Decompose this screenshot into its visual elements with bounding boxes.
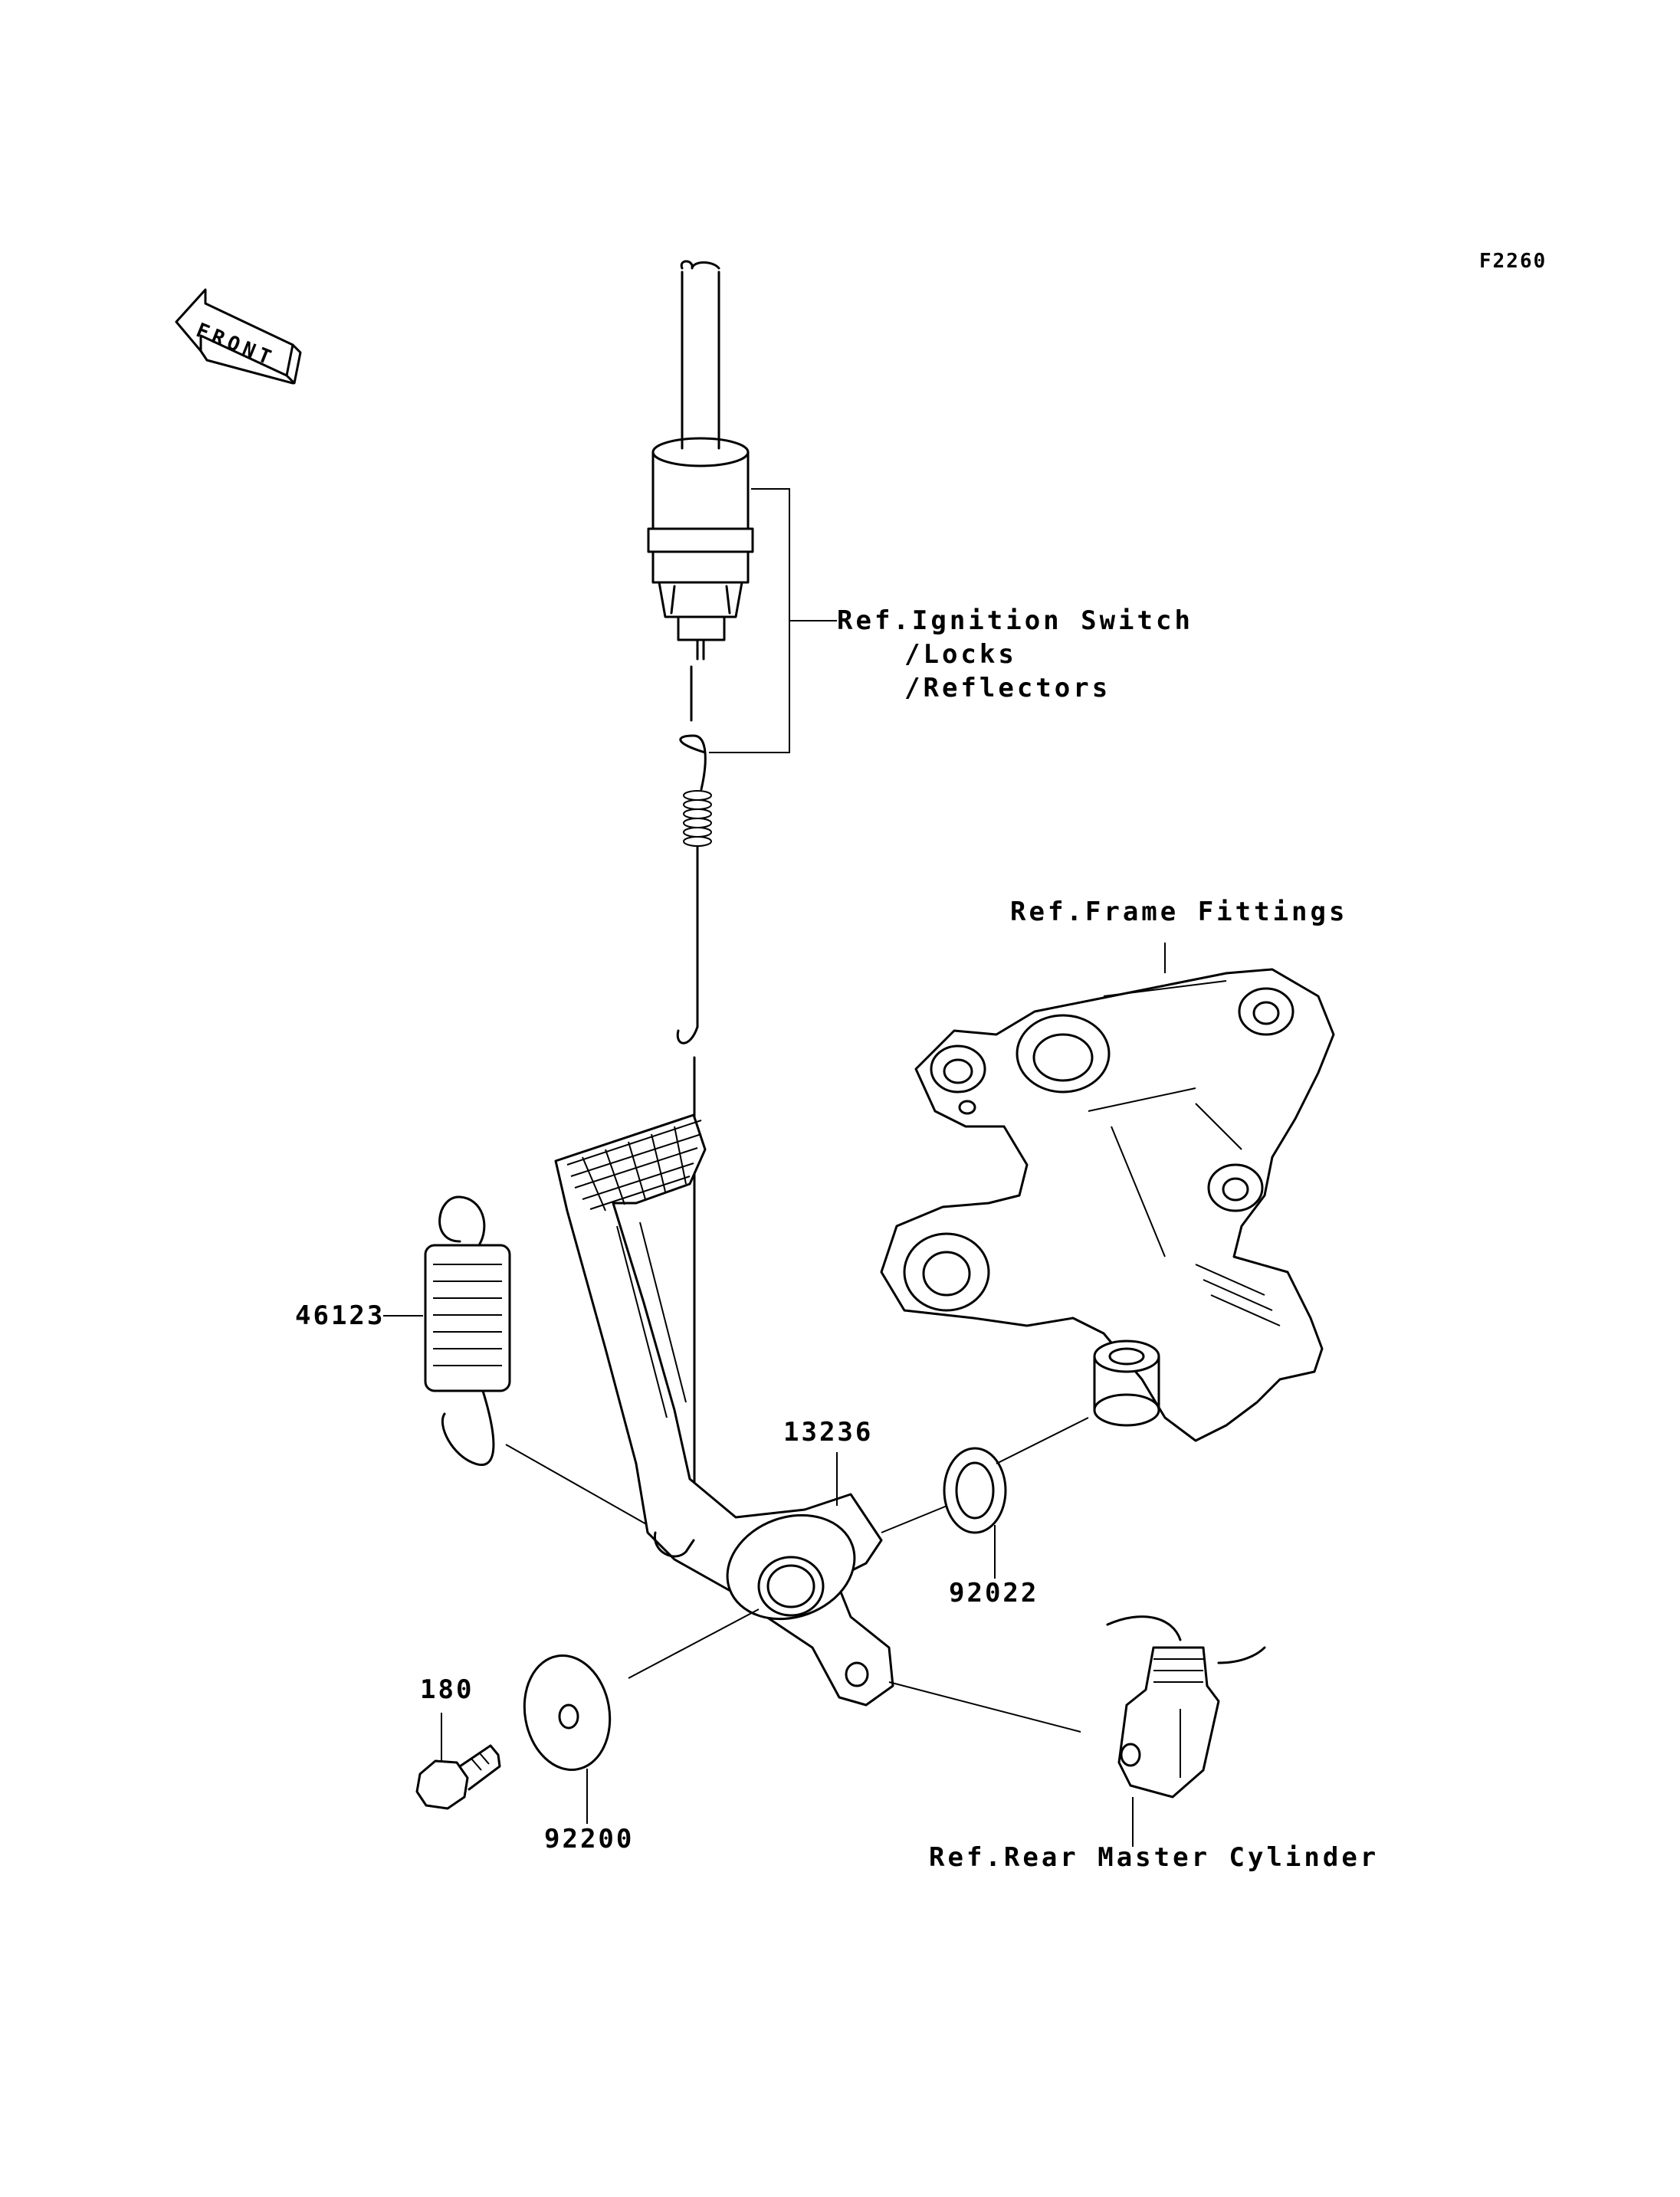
ref-ignition-switch-line3: /Reflectors [904,673,1111,703]
ref-ignition-switch-line1: Ref.Ignition Switch [837,605,1193,636]
part-number-92022: 92022 [949,1578,1039,1608]
ref-rear-master-cylinder: Ref.Rear Master Cylinder [929,1842,1380,1873]
washer-92022 [943,1417,1089,1579]
figure-code: F2260 [1479,250,1547,273]
ref-ignition-switch-line2: /Locks [904,639,1017,670]
part-number-92200: 92200 [544,1824,635,1854]
frame-fittings [880,943,1335,1442]
rear-master-cylinder [888,1615,1266,1847]
part-number-13236: 13236 [783,1417,874,1448]
front-arrow-icon [175,288,302,385]
part-number-46123: 46123 [295,1300,386,1331]
return-spring [383,1195,648,1526]
brake-pedal [554,1113,966,1707]
pedal-tread [566,1120,702,1212]
part-number-180: 180 [420,1674,474,1705]
bolt-180 [415,1713,501,1810]
ignition-switch-leader [709,488,837,753]
ref-frame-fittings: Ref.Frame Fittings [1010,897,1348,927]
washer-92200 [523,1608,760,1824]
brake-light-switch [647,260,754,722]
